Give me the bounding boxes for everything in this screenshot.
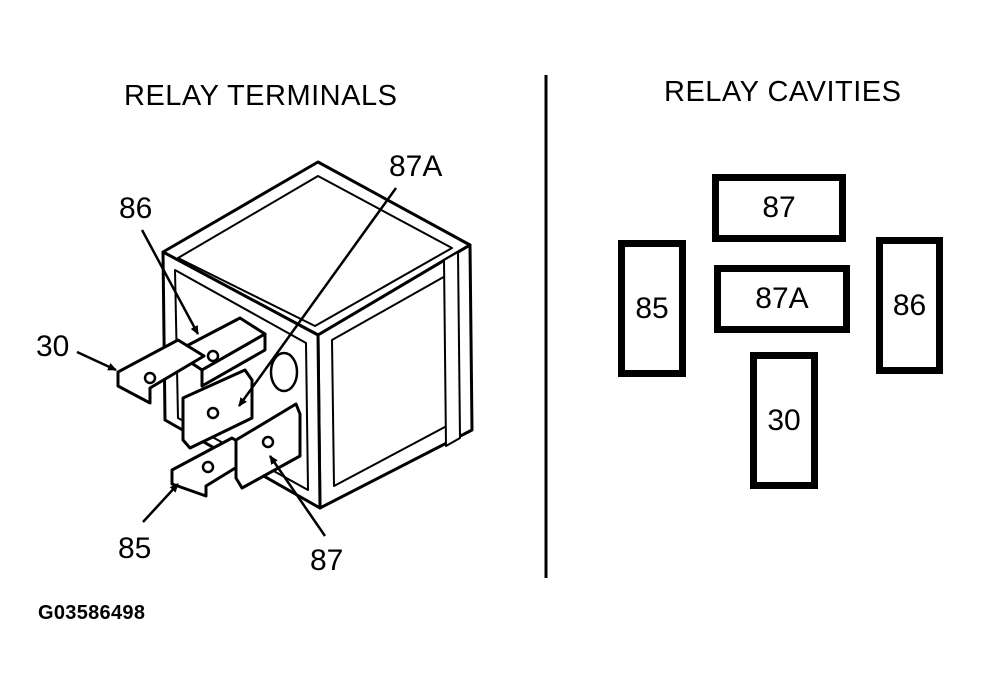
cavity-30: 30 <box>750 352 818 489</box>
terminal-87a-label: 87A <box>389 150 443 183</box>
figure-id: G03586498 <box>38 602 146 624</box>
leader-87 <box>268 455 327 537</box>
cavity-30-label: 30 <box>767 403 801 437</box>
terminal-85-label: 85 <box>118 532 152 565</box>
cavity-86: 86 <box>876 237 943 374</box>
leader-87a <box>237 187 398 407</box>
cavity-86-label: 86 <box>892 288 927 322</box>
cavity-87a-label: 87A <box>755 282 809 315</box>
cavity-87a: 87A <box>714 265 850 333</box>
relay-cavities-heading: RELAY CAVITIES <box>664 76 902 108</box>
leader-30 <box>76 350 117 372</box>
leader-86 <box>140 229 200 335</box>
cavity-87: 87 <box>712 174 846 242</box>
relay-terminals-heading: RELAY TERMINALS <box>124 80 398 112</box>
cavity-85-label: 85 <box>635 291 669 325</box>
leader-lines <box>76 187 398 537</box>
cavity-87-label: 87 <box>762 191 796 224</box>
terminal-86-label: 86 <box>119 192 153 225</box>
terminal-30-label: 30 <box>36 330 70 363</box>
leader-85 <box>142 483 179 523</box>
cavity-85: 85 <box>618 240 686 377</box>
terminal-87-label: 87 <box>310 544 344 577</box>
